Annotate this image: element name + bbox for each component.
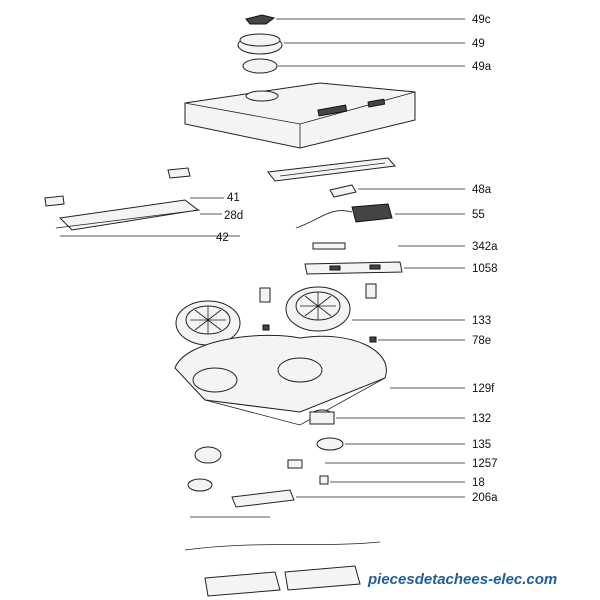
rail-plate (267, 157, 396, 182)
label-49c: 49c (472, 14, 491, 26)
part-135 (316, 437, 465, 451)
grease-filters (204, 565, 361, 597)
part-133 (175, 283, 465, 346)
part-49a (242, 58, 465, 74)
label-55: 55 (472, 209, 485, 221)
part-129f (174, 334, 465, 426)
part-49 (237, 33, 465, 55)
part-78e (262, 324, 465, 343)
part-132 (309, 409, 465, 425)
label-132: 132 (472, 413, 491, 425)
part-1058 (304, 261, 465, 275)
part-55 (295, 203, 465, 229)
part-48a (329, 184, 465, 198)
label-28d: 28d (224, 210, 243, 222)
label-135: 135 (472, 439, 491, 451)
part-41-28d-42 (44, 167, 240, 237)
part-1257-18-206a (187, 446, 465, 508)
label-41: 41 (227, 192, 240, 204)
label-206a: 206a (472, 492, 498, 504)
label-18: 18 (472, 477, 485, 489)
label-78e: 78e (472, 335, 491, 347)
label-342a: 342a (472, 241, 498, 253)
label-1257: 1257 (472, 458, 498, 470)
label-48a: 48a (472, 184, 492, 196)
part-342a (312, 242, 465, 250)
label-49: 49 (472, 38, 485, 50)
part-49c (245, 14, 465, 25)
label-42: 42 (216, 232, 229, 244)
label-129f: 129f (472, 383, 495, 395)
watermark-text: piecesdetachees-elec.com (367, 571, 557, 588)
hood-body (184, 82, 416, 149)
label-49a: 49a (472, 61, 492, 73)
label-1058: 1058 (472, 263, 498, 275)
label-133: 133 (472, 315, 491, 327)
cable (184, 541, 381, 551)
